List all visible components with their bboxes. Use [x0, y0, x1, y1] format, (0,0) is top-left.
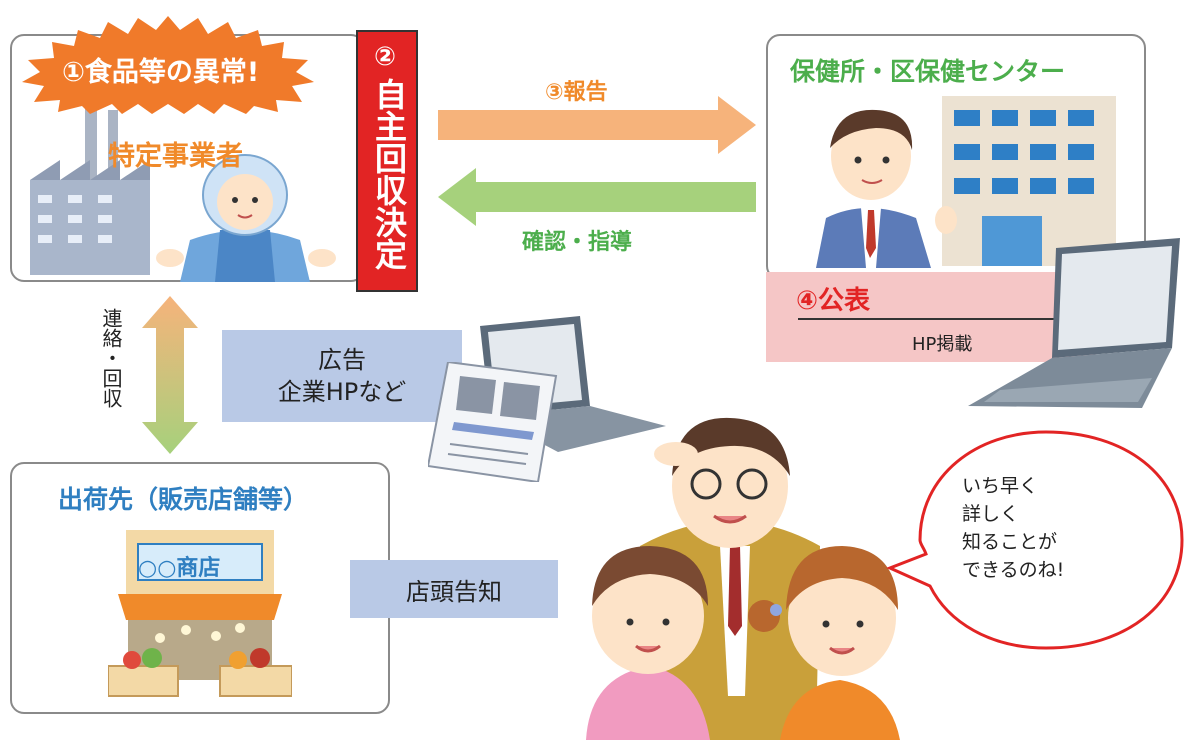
alert-burst-text: ①食品等の異常!	[62, 57, 260, 88]
speech-line: 詳しく	[962, 503, 1020, 525]
contact-arrow	[142, 296, 198, 454]
confirm-arrow	[438, 168, 756, 226]
publish-subtitle: HP掲載	[912, 334, 973, 355]
report-arrow	[438, 96, 756, 154]
family-icon	[586, 417, 900, 740]
business-title: 特定事業者	[108, 141, 243, 172]
storefront-label: 店頭告知	[406, 577, 502, 606]
publish-divider	[798, 318, 1068, 320]
official-person-icon	[816, 109, 957, 268]
recall-text: 自主回収決定	[370, 78, 408, 270]
newspaper-icon	[428, 362, 558, 482]
storefront-label-box: 店頭告知	[350, 560, 558, 618]
laptop-icon	[968, 238, 1180, 408]
ads-label-box: 広告 企業HPなど	[222, 330, 462, 422]
factory-icon	[30, 100, 150, 275]
publish-band	[766, 272, 1096, 362]
contact-label: 連絡・回収	[99, 308, 123, 408]
speech-line: できるのね!	[962, 559, 1065, 581]
speech-bubble-icon	[886, 430, 1184, 650]
speech-line: いち早く	[962, 475, 1039, 497]
publish-title: ④公表	[796, 286, 871, 316]
report-label: ③報告	[545, 80, 608, 105]
speech-line: 知ることが	[962, 531, 1058, 553]
shop-sign: ○○商店	[138, 556, 221, 581]
shop-icon	[108, 530, 292, 697]
alert-burst-icon	[22, 16, 314, 114]
worker-icon	[156, 154, 336, 282]
health-center-title: 保健所・区保健センター	[790, 57, 1066, 86]
ads-line1: 広告	[318, 346, 366, 374]
building-icon	[942, 96, 1116, 266]
shipment-title: 出荷先（販売店舗等）	[58, 485, 309, 514]
recall-number: ②	[374, 42, 397, 72]
recall-decision-bar	[356, 30, 418, 292]
confirm-label: 確認・指導	[522, 230, 633, 255]
speech-bubble-text: いち早く 詳しく 知ることが できるのね!	[962, 472, 1064, 584]
ads-line2: 企業HPなど	[277, 378, 407, 406]
